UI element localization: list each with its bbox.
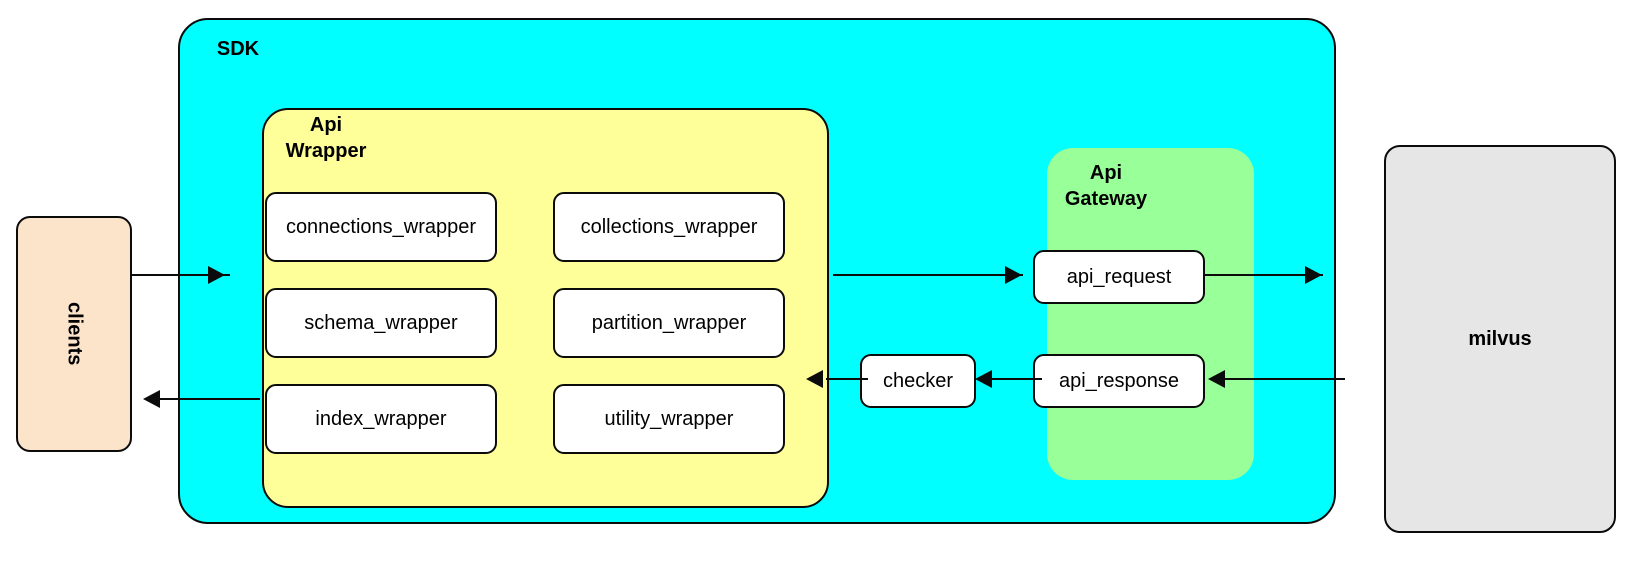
arrowhead-right-icon (1005, 266, 1022, 284)
node-connections-wrapper-label: connections_wrapper (285, 215, 477, 238)
node-api-request-label: api_request (1066, 265, 1172, 288)
node-index-wrapper[interactable]: index_wrapper (265, 384, 497, 454)
node-checker-label: checker (882, 369, 954, 392)
edge-milvus-to-api-response (1215, 378, 1345, 380)
arrowhead-left-icon (143, 390, 160, 408)
node-index-wrapper-label: index_wrapper (315, 407, 447, 430)
node-collections-wrapper[interactable]: collections_wrapper (553, 192, 785, 262)
arrowhead-left-icon (806, 370, 823, 388)
edge-api-request-to-milvus (1205, 274, 1323, 276)
edge-api-response-to-checker (980, 378, 1042, 380)
node-clients[interactable]: clients (16, 216, 132, 452)
node-milvus[interactable]: milvus (1384, 145, 1616, 533)
node-collections-wrapper-label: collections_wrapper (580, 215, 758, 238)
edge-api-wrapper-to-api-gateway (833, 274, 1023, 276)
node-partition-wrapper-label: partition_wrapper (591, 311, 747, 334)
node-api-request[interactable]: api_request (1033, 250, 1205, 304)
edge-checker-to-api-wrapper (826, 378, 868, 380)
node-utility-wrapper-label: utility_wrapper (604, 407, 734, 430)
group-api-gateway (1047, 148, 1254, 480)
arrowhead-right-icon (208, 266, 225, 284)
edge-clients-to-sdk (132, 274, 230, 276)
node-partition-wrapper[interactable]: partition_wrapper (553, 288, 785, 358)
node-milvus-label: milvus (1468, 327, 1532, 350)
node-api-response-label: api_response (1058, 369, 1180, 392)
arrowhead-left-icon (975, 370, 992, 388)
node-schema-wrapper-label: schema_wrapper (304, 311, 458, 334)
node-schema-wrapper[interactable]: schema_wrapper (265, 288, 497, 358)
arrowhead-left-icon (1208, 370, 1225, 388)
node-api-response[interactable]: api_response (1033, 354, 1205, 408)
node-utility-wrapper[interactable]: utility_wrapper (553, 384, 785, 454)
node-connections-wrapper[interactable]: connections_wrapper (265, 192, 497, 262)
node-clients-label: clients (63, 302, 86, 366)
edge-sdk-to-clients (160, 398, 260, 400)
arrowhead-right-icon (1305, 266, 1322, 284)
node-checker[interactable]: checker (860, 354, 976, 408)
